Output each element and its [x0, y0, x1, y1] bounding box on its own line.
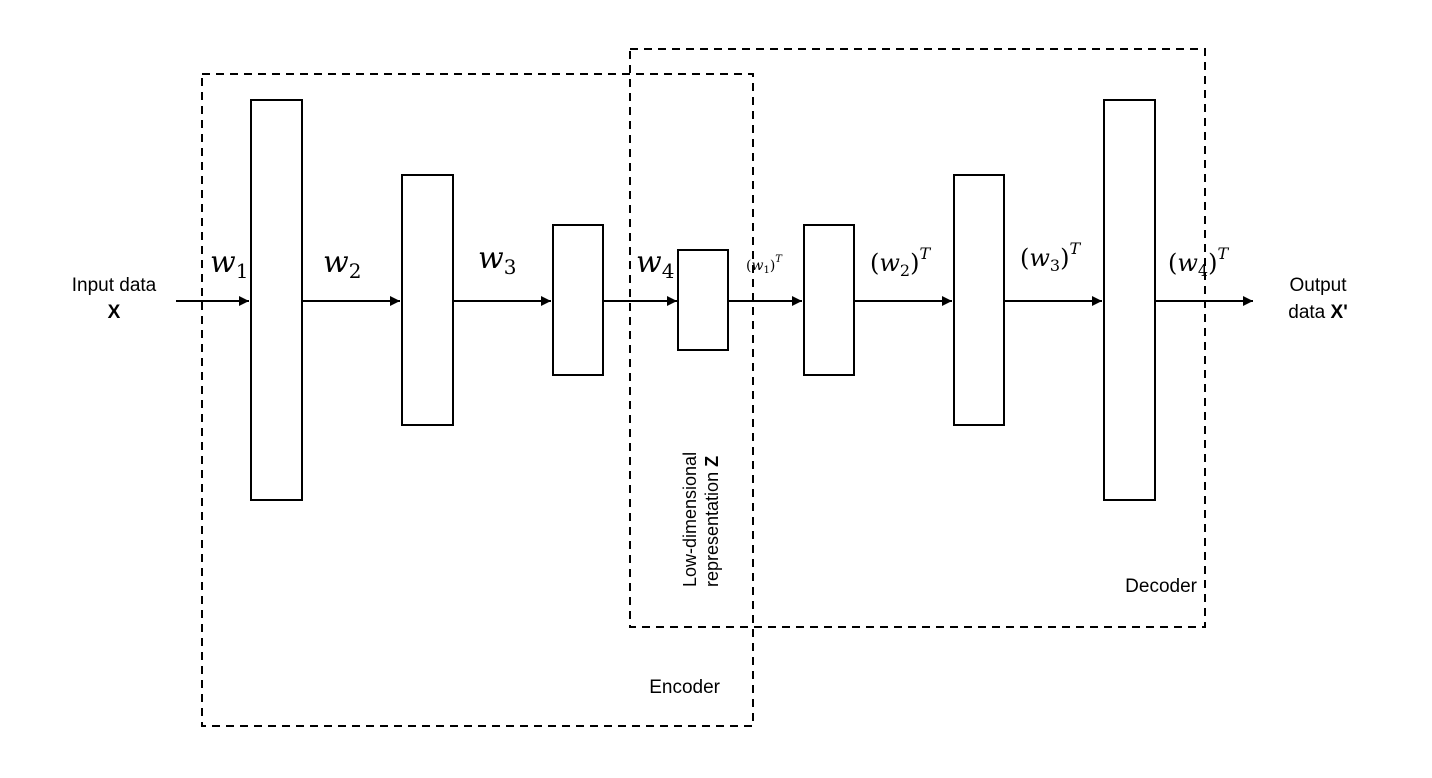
weight-w1-transpose: (w1)T [746, 254, 783, 276]
latent-symbol: Z [702, 456, 722, 467]
latent-line2: representation Z [702, 456, 722, 587]
decoder-layer-2 [953, 174, 1005, 426]
encoder-layer-2 [401, 174, 454, 426]
encoder-box [201, 73, 754, 727]
latent-representation-word: representation [702, 472, 722, 587]
encoder-weights: w1 w2 w3 w4 [210, 241, 674, 283]
latent-label: Low-dimensional representation Z [680, 452, 722, 587]
weight-w1: w1 [210, 245, 248, 283]
input-symbol: X [108, 302, 121, 323]
encoder-layer-1 [250, 99, 303, 501]
weight-w2: w2 [323, 245, 361, 283]
decoder-label: Decoder [1125, 576, 1197, 597]
output-symbol: X' [1331, 302, 1348, 323]
decoder-layer-1 [803, 224, 855, 376]
decoder-layer-3 [1103, 99, 1156, 501]
encoder-label: Encoder [649, 677, 720, 698]
output-line2: data X' [1288, 302, 1347, 323]
encoder-layer-3 [552, 224, 604, 376]
layers [250, 99, 1156, 501]
weight-w3: w3 [478, 241, 516, 279]
weight-w2-transpose: (w2)T [870, 244, 931, 280]
output-data-word: data [1288, 302, 1325, 323]
weight-w4: w4 [636, 245, 674, 283]
output-text: Output [1289, 275, 1347, 296]
output-label: Output data X' [1288, 275, 1347, 323]
weight-w3-transpose: (w3)T [1020, 239, 1081, 275]
decoder-box [629, 48, 1206, 628]
input-label: Input data X [72, 275, 157, 323]
weight-w4-transpose: (w4)T [1168, 244, 1229, 280]
input-text: Input data [72, 275, 157, 296]
latent-line1: Low-dimensional [680, 452, 700, 587]
latent-layer [677, 249, 729, 351]
